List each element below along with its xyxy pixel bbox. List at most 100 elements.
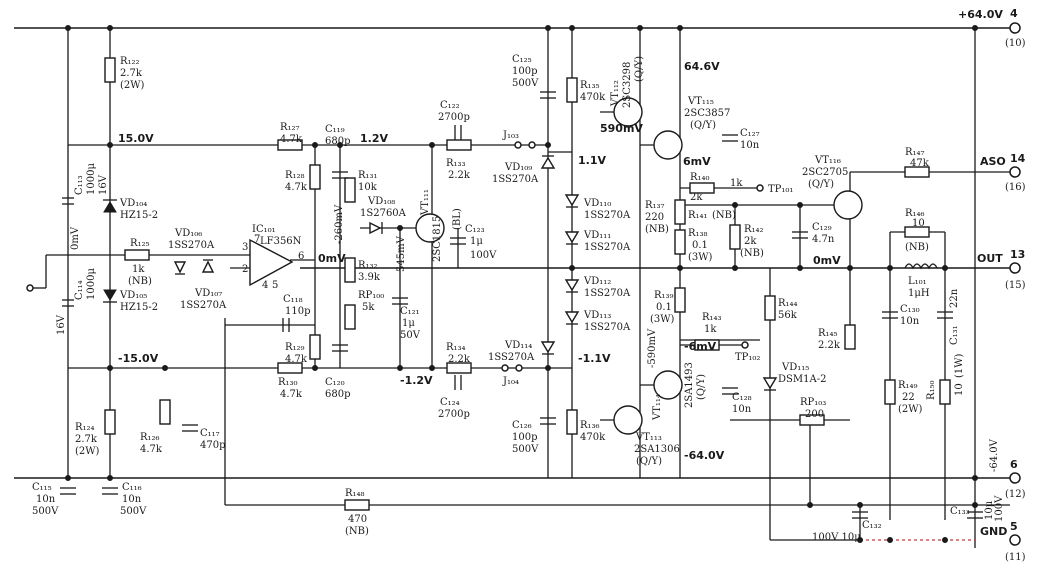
rp100-value: 5k	[362, 302, 375, 313]
resistor-r128	[309, 164, 321, 190]
label-0mv-left: 0mV	[70, 226, 81, 250]
capacitor-c113	[62, 197, 74, 205]
r129-designator: R₁₂₉	[285, 342, 305, 353]
r127-value: 4.7k	[280, 134, 303, 145]
label-0mv-out: 0mV	[813, 254, 841, 267]
l101-designator: L₁₀₁	[908, 276, 927, 287]
labels: +64.0V 15.0V -15.0V 1.2V -1.2V 1.1V -1.1…	[32, 7, 1026, 563]
c128-designator: C₁₂₈	[732, 392, 752, 403]
r140-value: 2k	[690, 192, 703, 203]
resistor-r131	[344, 177, 356, 203]
c127-value: 10n	[740, 140, 760, 151]
diode-vd110	[564, 194, 580, 207]
transistor-vt115	[653, 130, 683, 160]
c126-voltage: 500V	[512, 444, 539, 455]
r135-value: 470k	[580, 92, 606, 103]
resistor-r130	[277, 362, 303, 374]
out-label: OUT	[977, 252, 1003, 265]
resistor-r138	[674, 229, 686, 255]
j103-label: J₁₀₃	[502, 130, 519, 141]
r130-value: 4.7k	[280, 389, 303, 400]
vd115-designator: VD₁₁₅	[781, 362, 809, 373]
terminal-4-alt: (10)	[1005, 38, 1026, 49]
opamp-ic101	[249, 238, 294, 287]
vd114-part: 1SS270A	[488, 352, 535, 363]
r139-value: 0.1	[656, 302, 672, 313]
c115-designator: C₁₁₅	[32, 482, 52, 493]
resistor-r139	[674, 287, 686, 313]
r133-value: 2.2k	[448, 170, 471, 181]
terminal-5	[1009, 534, 1021, 546]
c119-designator: C₁₁₉	[325, 124, 345, 135]
rp103-designator: RP₁₀₃	[800, 397, 826, 408]
r125-value: 1k	[132, 264, 145, 275]
r149-rating: (2W)	[898, 404, 923, 415]
r125-note: (NB)	[128, 276, 152, 287]
resistor-r150	[939, 379, 951, 405]
transistor-vt114	[653, 370, 683, 400]
r144-value: 56k	[778, 310, 798, 321]
r150-designator: R₁₅₀	[926, 380, 937, 400]
capacitor-c114	[62, 299, 74, 307]
vd115-part: DSM1A-2	[778, 374, 826, 385]
terminal-14	[1009, 166, 1021, 178]
resistor-r147	[904, 166, 930, 178]
wiring	[14, 27, 1010, 548]
r150-rating: (1W)	[954, 353, 965, 378]
r134-value: 2.2k	[448, 354, 471, 365]
c132-value: 100V 10μ	[812, 532, 861, 543]
c126-value: 100p	[512, 432, 538, 443]
r131-value: 10k	[358, 182, 378, 193]
terminal-13	[1009, 262, 1021, 274]
vt112-grade: (Q/Y)	[634, 56, 645, 82]
r124-rating: (2W)	[75, 446, 100, 457]
resistor-r149	[884, 379, 896, 405]
capacitor-c117	[182, 424, 198, 432]
c114-value: 1000μ	[86, 268, 97, 300]
resistor-r146	[904, 226, 930, 238]
vt113-part: 2SA1306	[634, 444, 680, 455]
r122-value: 2.7k	[120, 68, 143, 79]
c125-designator: C₁₂₅	[512, 54, 532, 65]
ic101-part: LF356N	[260, 236, 302, 247]
testpoint-tp102	[741, 341, 749, 349]
capacitor-c132	[852, 511, 868, 519]
c123-voltage: 100V	[470, 250, 497, 261]
junction-dots	[65, 25, 978, 543]
capacitor-c127	[722, 134, 738, 142]
r129-value: 4.7k	[285, 354, 308, 365]
r142-note: (NB)	[740, 248, 764, 259]
pin2: 2	[242, 264, 248, 275]
r146-value: 10	[912, 218, 925, 229]
r147-designator: R₁₄₇	[905, 147, 925, 158]
vd114-designator: VD₁₁₄	[504, 340, 532, 351]
vt114-grade: (Q/Y)	[696, 374, 707, 400]
r139-designator: R₁₃₉	[654, 290, 674, 301]
resistor-r133	[446, 139, 472, 151]
r131-designator: R₁₃₁	[358, 170, 378, 181]
r126-designator: R₁₂₆	[140, 432, 160, 443]
r122-designator: R₁₂₂	[120, 56, 140, 67]
vd107-designator: VD₁₀₇	[194, 288, 222, 299]
c123-designator: C₁₂₃	[465, 224, 485, 235]
testpoint-tp101	[756, 184, 764, 192]
vd112-designator: VD₁₁₂	[583, 276, 611, 287]
vt116-grade: (Q/Y)	[808, 179, 834, 190]
r138-rating: (3W)	[688, 252, 713, 263]
l101-value: 1μH	[908, 288, 930, 299]
pin6: 6	[298, 251, 304, 262]
label-0mv-opamp: 0mV	[318, 252, 346, 265]
potentiometer-rp100	[344, 304, 356, 330]
terminal-13-label: 13	[1010, 248, 1025, 261]
label-v64: 64.6V	[684, 60, 720, 73]
r141-note: (NB)	[712, 210, 736, 221]
output-terminals	[1009, 22, 1021, 546]
c113-designator: C₁₁₃	[74, 175, 85, 195]
c133-designator: C₁₃₃	[950, 506, 970, 517]
r138-designator: R₁₃₈	[688, 228, 708, 239]
resistor-r136	[566, 409, 578, 435]
vt115-designator: VT₁₁₅	[687, 96, 714, 107]
c113-value: 1000μ	[86, 163, 97, 195]
capacitor-c130	[882, 311, 898, 319]
